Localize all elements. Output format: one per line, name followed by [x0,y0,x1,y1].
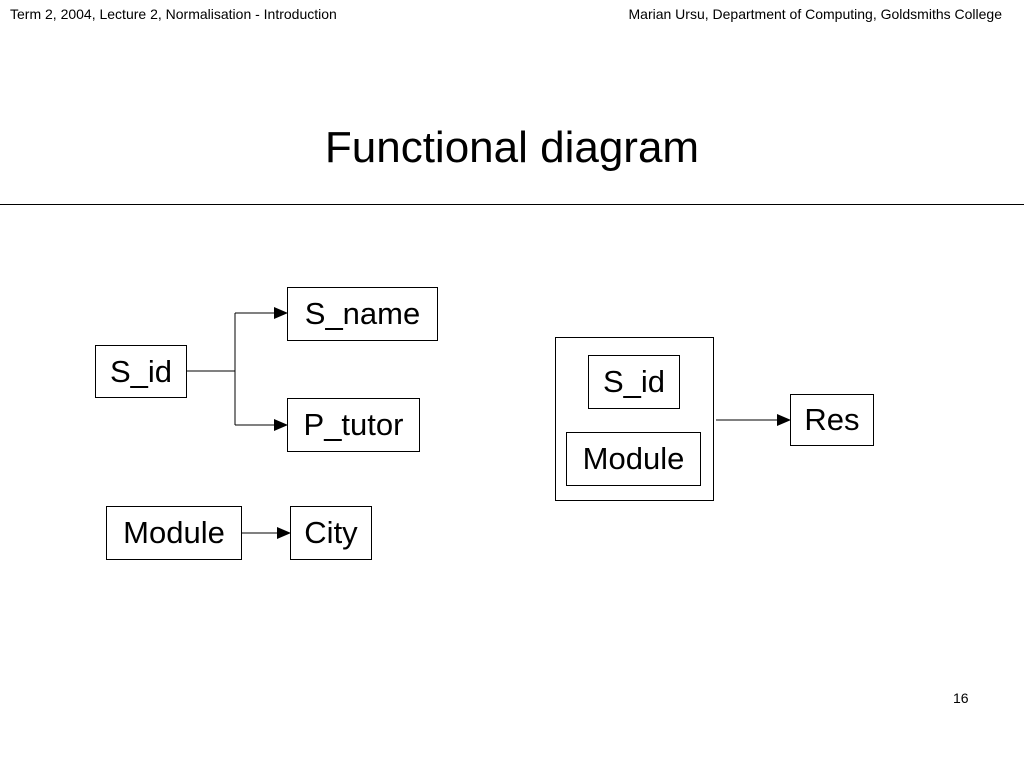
node-s-id: S_id [95,345,187,398]
composite-key-group [555,337,714,501]
node-group-s-id: S_id [588,355,680,409]
page-title: Functional diagram [324,123,700,172]
node-module: Module [106,506,242,560]
page-number: 16 [953,690,969,706]
node-city: City [290,506,372,560]
node-s-name: S_name [287,287,438,341]
header-course-info: Term 2, 2004, Lecture 2, Normalisation -… [10,6,337,22]
node-group-module: Module [566,432,701,486]
title-divider [0,204,1024,205]
node-p-tutor: P_tutor [287,398,420,452]
header-author-info: Marian Ursu, Department of Computing, Go… [628,6,1003,22]
node-res: Res [790,394,874,446]
